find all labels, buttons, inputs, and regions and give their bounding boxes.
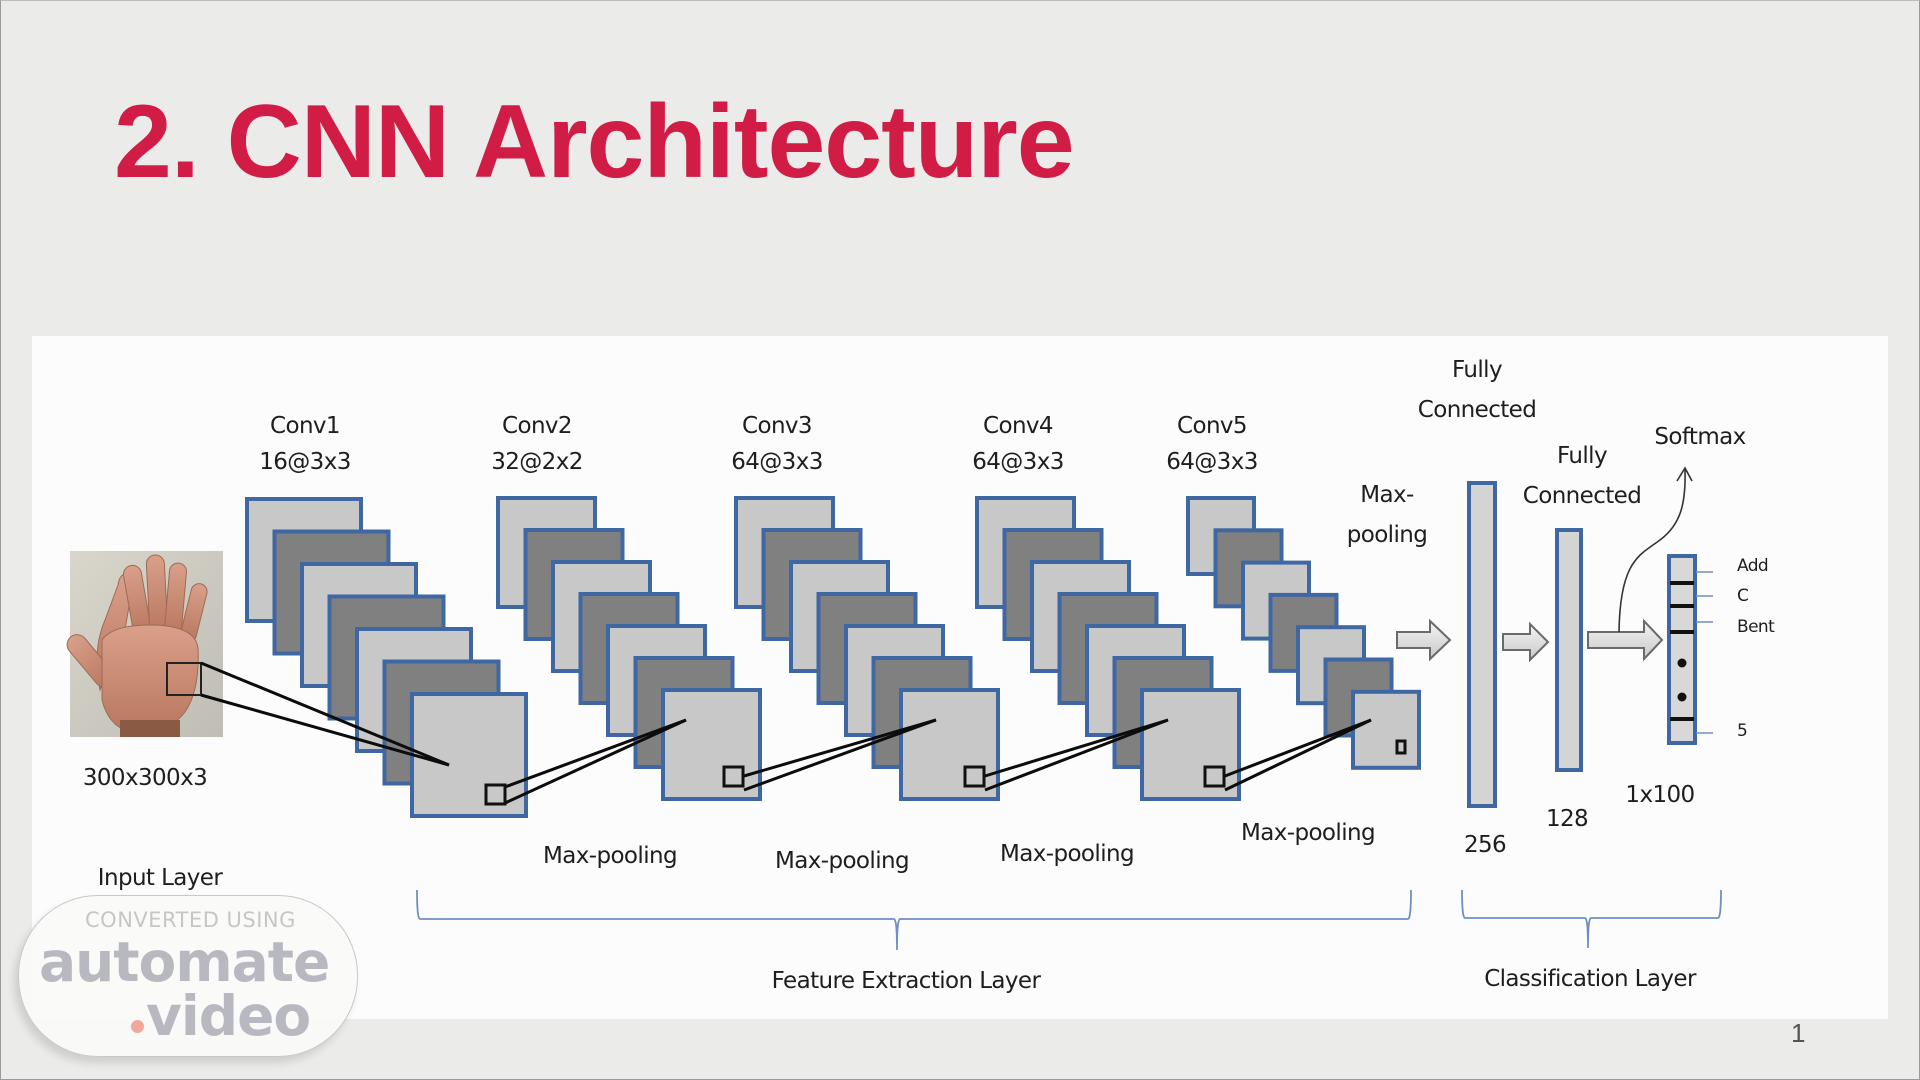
classification-label: Classification Layer xyxy=(1484,966,1696,992)
input-layer-label: Input Layer xyxy=(97,865,223,891)
fc1-bar xyxy=(1467,481,1497,808)
class-label-bent: Bent xyxy=(1737,617,1775,637)
output-size-label: 1x100 xyxy=(1625,782,1695,808)
output-vector xyxy=(1667,554,1713,745)
watermark-top-text: CONVERTED USING xyxy=(85,908,296,932)
connector-line xyxy=(743,718,937,778)
receptive-field-box xyxy=(166,662,202,696)
feature-extraction-brace xyxy=(416,889,1412,951)
flow-arrows xyxy=(1396,618,1664,663)
fc1-label: Fully Connected xyxy=(1417,357,1537,423)
feature-extraction-label: Feature Extraction Layer xyxy=(771,968,1041,994)
feature-map-stack-3 xyxy=(734,496,1000,801)
kernel-box xyxy=(722,765,745,788)
conv2-name: Conv2 xyxy=(502,413,573,439)
connector-line xyxy=(1224,718,1372,778)
slide-title: 2. CNN Architecture xyxy=(114,84,1075,200)
feature-map xyxy=(661,688,762,801)
conv5-name: Conv5 xyxy=(1177,413,1248,439)
connector-line xyxy=(200,661,450,767)
connector-line xyxy=(504,718,687,789)
conv2-filters: 32@2x2 xyxy=(491,449,583,475)
feature-map-stack-2 xyxy=(496,496,762,801)
connector-line xyxy=(984,718,1169,792)
watermark-badge: CONVERTED USING automate video xyxy=(18,895,358,1057)
fc2-label: Fully Connected xyxy=(1522,443,1642,509)
classification-brace xyxy=(1461,889,1722,949)
kernel-box xyxy=(484,783,507,806)
conv1-label: Conv1 16@3x3 xyxy=(250,408,360,480)
conv5-label: Conv5 64@3x3 xyxy=(1157,408,1267,480)
max-pooling-label-4: Max-pooling xyxy=(1241,820,1376,846)
feature-map xyxy=(1351,689,1421,770)
watermark-brand-line2-text: video xyxy=(146,984,311,1048)
class-label-c: C xyxy=(1737,586,1749,606)
conv4-filters: 64@3x3 xyxy=(972,449,1064,475)
connector-line xyxy=(743,718,937,792)
fc2-units: 128 xyxy=(1545,806,1589,832)
input-size-label: 300x300x3 xyxy=(82,765,208,791)
conv2-label: Conv2 32@2x2 xyxy=(482,408,592,480)
arrow-to-output xyxy=(1587,618,1664,662)
conv1-name: Conv1 xyxy=(270,413,341,439)
max-pooling-label-1: Max-pooling xyxy=(543,843,678,869)
watermark-dot-icon xyxy=(131,1020,144,1033)
page-number: 1 xyxy=(1791,1018,1806,1048)
conv3-name: Conv3 xyxy=(742,413,813,439)
conv1-filters: 16@3x3 xyxy=(259,449,351,475)
conv5-filters: 64@3x3 xyxy=(1166,449,1258,475)
feature-map xyxy=(899,688,1000,801)
max-pooling-label-2: Max-pooling xyxy=(775,848,910,874)
feature-map-stack-4 xyxy=(975,496,1241,801)
conv3-label: Conv3 64@3x3 xyxy=(722,408,832,480)
connector-line xyxy=(200,693,450,767)
softmax-arrow xyxy=(1618,469,1686,633)
conv3-filters: 64@3x3 xyxy=(731,449,823,475)
connector-line xyxy=(1224,718,1372,792)
softmax-label: Softmax xyxy=(1654,424,1746,450)
class-label-add: Add xyxy=(1737,556,1769,576)
softmax-arrowhead xyxy=(1676,466,1693,482)
watermark-brand-line2: video xyxy=(131,984,311,1048)
conv4-label: Conv4 64@3x3 xyxy=(963,408,1073,480)
class-label-5: 5 xyxy=(1737,721,1748,741)
feature-map-stack-1 xyxy=(245,497,528,818)
kernel-box xyxy=(963,765,986,788)
conv4-name: Conv4 xyxy=(983,413,1054,439)
max-pooling-label-3: Max-pooling xyxy=(1000,841,1135,867)
kernel-box xyxy=(1395,739,1407,755)
watermark-brand-line1: automate xyxy=(39,930,330,994)
feature-map xyxy=(410,692,528,818)
fc2-bar xyxy=(1555,528,1583,772)
connector-line xyxy=(984,718,1169,778)
input-hand-image xyxy=(66,551,223,737)
fc1-units: 256 xyxy=(1463,832,1507,858)
final-max-pooling-label: Max- pooling xyxy=(1346,482,1428,548)
arrow-to-fc1 xyxy=(1396,618,1452,662)
connector-line xyxy=(504,718,687,805)
kernel-box xyxy=(1203,765,1226,788)
arrow-to-fc2 xyxy=(1502,621,1550,663)
feature-map-stack-5 xyxy=(1186,496,1421,770)
